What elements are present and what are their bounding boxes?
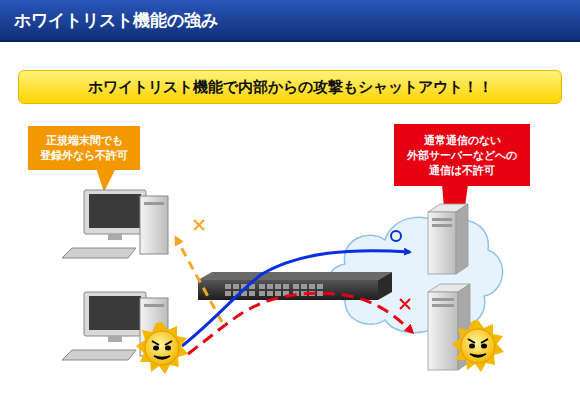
server [428,204,468,274]
callout-box: 正規端末間でも 登録外なら不許可 [28,126,140,170]
attacker-face [452,320,504,372]
title-bar: ホワイトリスト機能の強み [0,0,580,42]
blocked-flow [188,293,412,354]
callout-tail [96,168,116,192]
ng-mark [400,299,410,309]
node-text: ホワイトリスト機能で内部からの攻撃もシャットアウト！！ [88,77,493,97]
ok-mark [391,231,401,241]
title: ホワイトリスト機能の強み [14,8,218,32]
blocked-flow [176,238,222,322]
node-text: 正規端末間でも 登録外なら不許可 [34,133,134,163]
callout-box: 通常通信のない 外部サーバーなどへの 通信は不許可 [394,124,530,186]
headline-banner: ホワイトリスト機能で内部からの攻撃もシャットアウト！！ [18,70,562,104]
pc [62,190,168,258]
ng-mark [194,220,204,230]
node-text: 通常通信のない 外部サーバーなどへの 通信は不許可 [400,133,524,178]
allowed-flow [182,251,410,346]
attacker-face [136,322,188,374]
